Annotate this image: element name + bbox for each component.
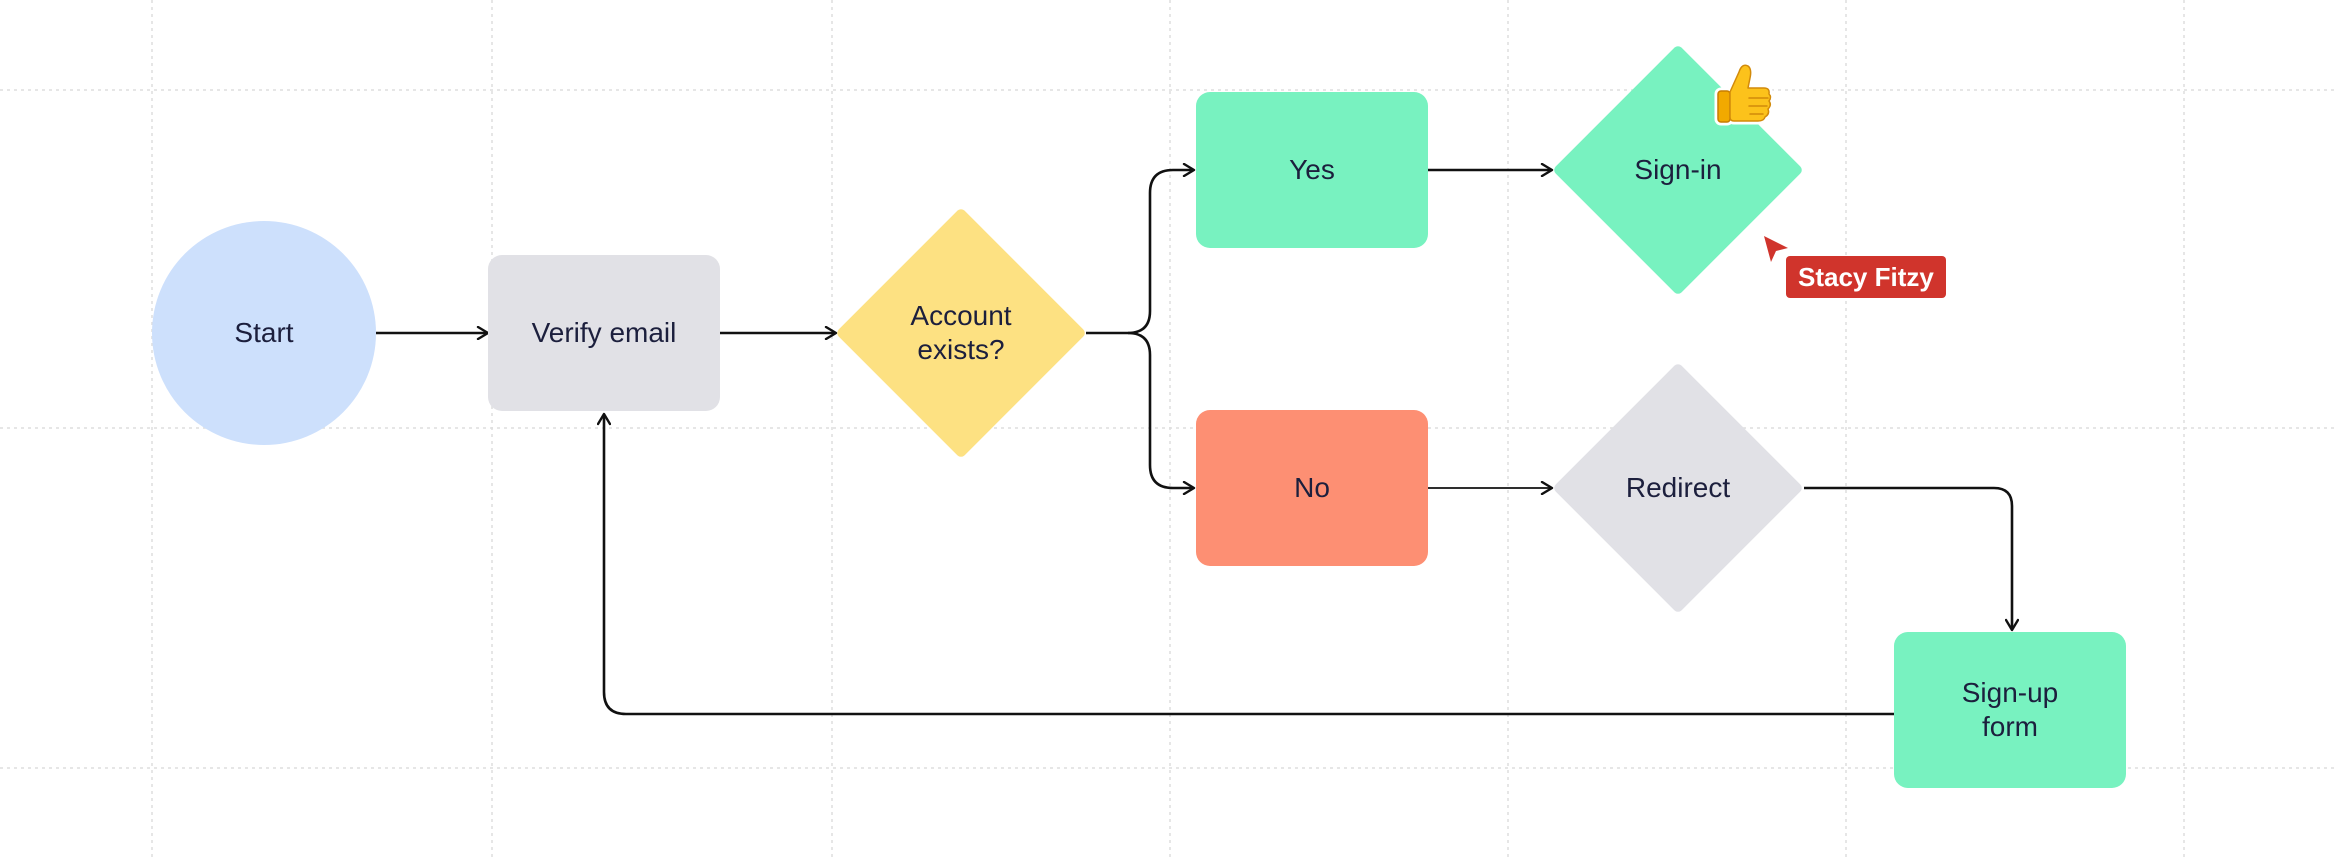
node-redirect-label: Redirect [1625, 472, 1731, 503]
node-yes[interactable]: Yes [1196, 92, 1428, 248]
collaborator-name: Stacy Fitzy [1798, 261, 1934, 292]
node-signup-form-label: Sign-up form [1961, 677, 2059, 742]
collaborator-cursor-icon [1764, 236, 1788, 262]
node-start[interactable]: Start [152, 221, 376, 445]
node-account-exists[interactable]: Account exists? [835, 207, 1087, 459]
connector-signup-form-to-verify-email[interactable] [604, 414, 1894, 716]
node-verify-email[interactable]: Verify email [488, 255, 720, 411]
thumbs-up-icon[interactable] [1712, 58, 1776, 130]
node-no[interactable]: No [1196, 410, 1428, 566]
node-yes-label: Yes [1289, 154, 1335, 185]
collaborator-name-tag: Stacy Fitzy [1786, 256, 1946, 298]
node-sign-in-label: Sign-in [1634, 154, 1722, 185]
node-no-label: No [1294, 472, 1330, 503]
node-sign-in[interactable]: Sign-in [1552, 44, 1804, 296]
node-start-label: Start [234, 317, 294, 348]
node-signup-form[interactable]: Sign-up form [1894, 632, 2126, 788]
connector-account-exists-to-yes[interactable] [1086, 170, 1194, 335]
connector-redirect-to-signup-form[interactable] [1804, 486, 2012, 630]
connector-account-exists-to-no[interactable] [1127, 331, 1194, 488]
node-verify-email-label: Verify email [531, 317, 677, 348]
node-redirect[interactable]: Redirect [1552, 362, 1804, 614]
node-account-exists-label: Account exists? [910, 300, 1012, 365]
